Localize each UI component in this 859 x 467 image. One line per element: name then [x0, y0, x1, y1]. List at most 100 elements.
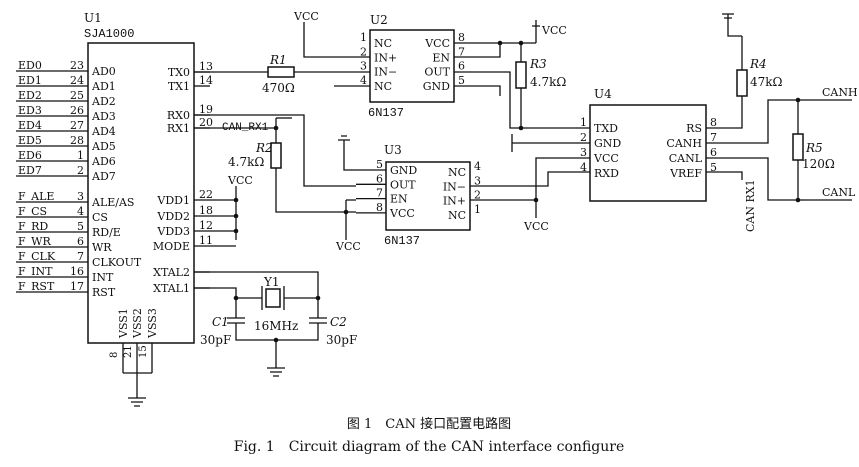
- u2-part: 6N137: [368, 106, 404, 120]
- capacitor-c2: [309, 317, 327, 324]
- c1-value: 30pF: [200, 333, 231, 347]
- u4-vcc-label: VCC: [523, 220, 549, 233]
- u2-pin-number: 8: [458, 31, 465, 44]
- u4-pin-number: 1: [580, 116, 587, 129]
- u2-pin-number: 2: [360, 45, 367, 58]
- resistor-r4: [736, 69, 748, 97]
- u1-net-label: ED2: [18, 89, 42, 102]
- u1-pin-name: AD6: [91, 155, 116, 168]
- u3-ref: U3: [384, 143, 402, 157]
- u1-pin-name: AD5: [91, 140, 116, 153]
- u4-pin-name: GND: [594, 137, 621, 150]
- u1-pin-name: AD7: [91, 170, 116, 183]
- u3-vcc-label: VCC: [335, 240, 361, 253]
- u2-ref: U2: [370, 13, 388, 27]
- u2-pin-name: IN−: [374, 66, 397, 79]
- r2-ref: R2: [255, 141, 273, 155]
- can-bus-wiring: R4 47kΩ R5 120Ω CANH CANL CAN RX1: [706, 13, 858, 232]
- u4-pin-number: 3: [580, 146, 587, 159]
- u1-pin-name: XTAL2: [153, 266, 190, 279]
- u1-pin-name: RST: [92, 286, 116, 299]
- u2-pin-number: 5: [458, 74, 465, 87]
- c2-value: 30pF: [326, 333, 357, 347]
- u1-pin-number: 6: [77, 235, 84, 248]
- u1-pin-number: 22: [199, 188, 213, 201]
- u4-pin-name: CANL: [669, 152, 703, 165]
- u1-pin-number: 18: [199, 204, 213, 217]
- u2-pin-name: NC: [374, 37, 392, 50]
- u1-pin-number: 2: [77, 164, 84, 177]
- u2-pin-number: 4: [360, 74, 367, 87]
- u2-pin-name: EN: [432, 51, 450, 64]
- u3-pin-number: 7: [376, 187, 383, 200]
- u4-pin-name: RS: [686, 122, 702, 135]
- u1-ref: U1: [84, 11, 102, 25]
- u4-pin-name: VREF: [669, 167, 702, 180]
- u2-pin-name: OUT: [424, 66, 450, 79]
- r1-value: 470Ω: [262, 81, 295, 95]
- resistor-r1: [267, 66, 295, 78]
- u1-net-label: F_ALE: [18, 190, 54, 203]
- u3-pin-name: IN+: [443, 195, 466, 208]
- u1-pin-name: CLKOUT: [92, 256, 142, 269]
- u1-pin-number: 12: [199, 219, 213, 232]
- u2-vcc-right-label: VCC: [541, 24, 567, 37]
- u1-pin-name: VDD2: [156, 210, 190, 223]
- u3-pin-number: 4: [474, 160, 481, 173]
- u2-pin-name: NC: [374, 80, 392, 93]
- capacitor-c1: [227, 317, 245, 324]
- u1-pin-name: AD1: [91, 80, 116, 93]
- u1-pin-name: TX0: [168, 66, 190, 79]
- resistor-r5: [792, 133, 804, 161]
- u2-pin-name: IN+: [374, 51, 397, 64]
- u4-pin-name: VCC: [593, 152, 619, 165]
- u1-pin-name: INT: [92, 271, 114, 284]
- u1-pin-name: RX1: [167, 122, 190, 135]
- caption-cn: 图 1 CAN 接口配置电路图: [347, 416, 511, 432]
- u1-pin-name: AD2: [91, 95, 116, 108]
- u1-pin-number: 14: [199, 74, 213, 87]
- u2-pin-number: 6: [458, 60, 465, 73]
- u3-pin-number: 8: [376, 201, 383, 214]
- u1-pin-number: 4: [77, 205, 84, 218]
- crystal-circuit: Y1 16MHz C1 30pF C2 30pF: [194, 271, 357, 377]
- u4-pin-number: 8: [710, 116, 717, 129]
- u1-pin-name: RD/E: [92, 226, 121, 239]
- u1-net-label: F_RD: [18, 220, 48, 233]
- tx-path: R1 470Ω VCC: [194, 10, 370, 95]
- u1-net-label: ED1: [18, 74, 42, 87]
- u1-net-label: F_RST: [18, 280, 55, 293]
- resistor-r3: [515, 61, 527, 89]
- u1-pin-number: 1: [77, 149, 84, 162]
- r5-value: 120Ω: [802, 157, 835, 171]
- u2-pin-number: 7: [458, 45, 465, 58]
- y1-value: 16MHz: [254, 319, 298, 333]
- u1-pin-number: 24: [70, 74, 84, 87]
- u1-pin-number: 13: [199, 60, 213, 73]
- u2-output-wiring: VCC R3 4.7kΩ: [454, 20, 590, 131]
- can-rx1-vertical-label: CAN RX1: [744, 179, 757, 232]
- u3-pin-number: 2: [474, 189, 481, 202]
- r3-ref: R3: [529, 57, 547, 71]
- r4-ref: R4: [749, 57, 767, 71]
- u2-body: [369, 29, 455, 103]
- u1-pin-number: 20: [199, 116, 213, 129]
- u4-pin-name: CANH: [666, 137, 702, 150]
- u1-net-label: F_CLK: [18, 250, 56, 263]
- can-rx1-label: CAN_RX1: [222, 122, 269, 134]
- u1-pin-name: VSS1: [117, 308, 130, 339]
- r1-ref: R1: [269, 53, 287, 67]
- u1-pin-number: 8: [109, 352, 120, 358]
- u2-pin-number: 1: [360, 31, 367, 44]
- u1-pin-name: VDD1: [156, 194, 190, 207]
- u1-pin-number: 5: [77, 220, 84, 233]
- u1-net-label: ED4: [18, 119, 42, 132]
- u1-pin-name: WR: [92, 241, 112, 254]
- u1-ground: [123, 372, 152, 407]
- u2-pin-name: GND: [423, 80, 450, 93]
- u3-pin-name: EN: [390, 193, 408, 206]
